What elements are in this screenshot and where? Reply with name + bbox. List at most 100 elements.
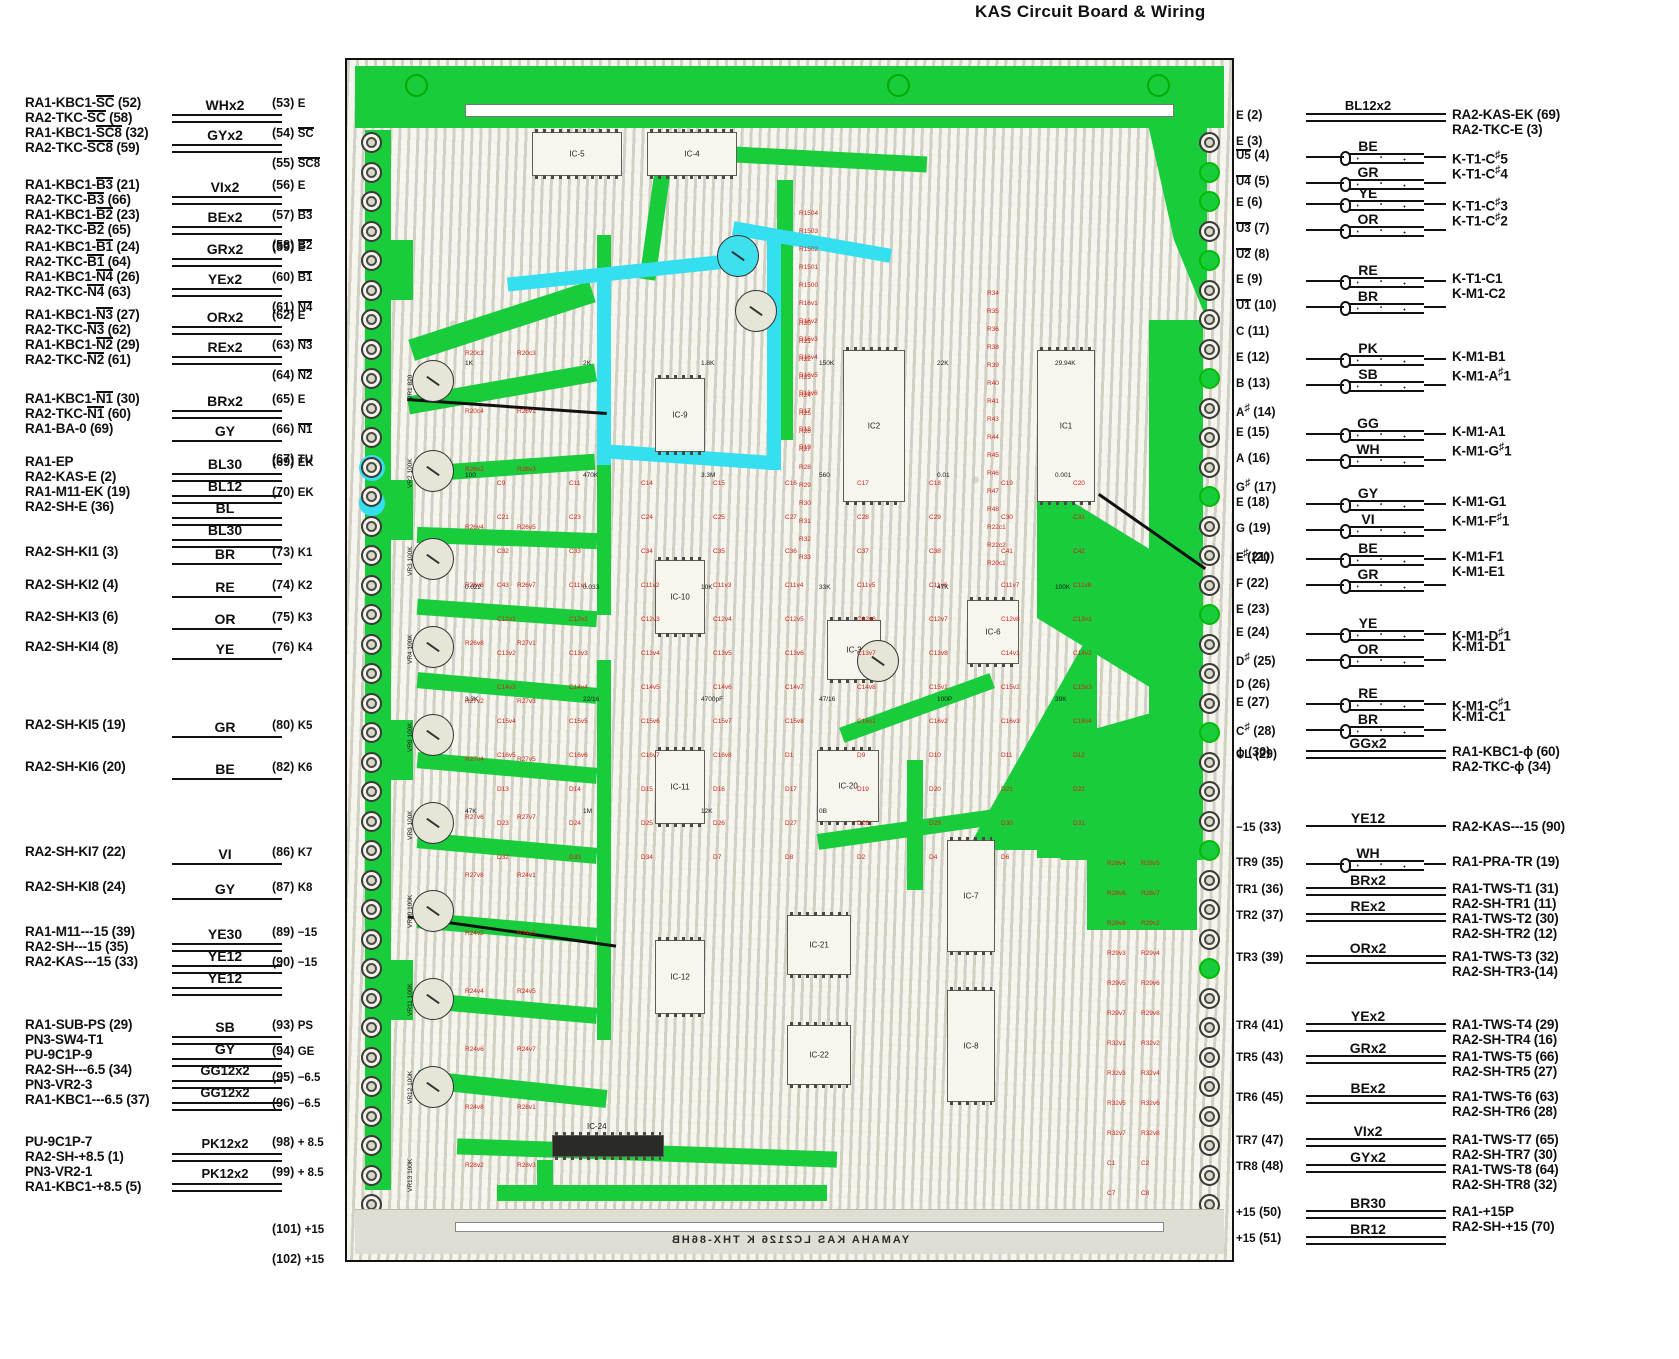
left-wire-line [172,972,282,974]
vr-14 [735,290,777,332]
right-pin-label: G♯ (17) [1236,477,1277,494]
right-wire-line [1306,1138,1446,1140]
component-value: 22/16 [583,696,600,703]
right-pin-label: C (11) [1236,324,1270,338]
red-designator: C14v7 [785,684,804,691]
pcb-board-image: IC-5 IC-4 IC-9 IC-10 IC-11 IC-12 IC2 IC1… [345,58,1234,1262]
red-designator: C36 [785,548,797,555]
right-dest-label: RA2-SH-TR3-(14) [1452,964,1558,979]
right-wire-color-label: OR [1357,641,1379,657]
connector-pad [361,368,382,389]
connector-pad [1199,515,1220,537]
red-designator: C11v8 [1073,582,1092,589]
cable-ferrule [1340,498,1351,513]
red-designator: C11 [569,480,581,487]
red-designator: C16 [785,480,797,487]
connector-pad [361,751,382,773]
red-designator: C19 [1001,480,1013,487]
left-pin-label: (74) K2 [272,578,313,592]
red-designator: C11v4 [785,582,804,589]
red-designator: C13v5 [713,650,732,657]
ic-4: IC-4 [647,129,737,179]
connector-pad [1199,840,1220,861]
vr-13 [412,1066,454,1108]
right-wire-line [1306,894,1446,896]
left-wire-line [172,295,282,297]
ic-7: IC-7 [947,837,995,955]
left-pin-label: (69) EK [272,455,314,469]
left-pin-label: (57) B3 [272,208,313,222]
right-dest-label: RA2-SH-TR8 (32) [1452,1177,1558,1192]
left-pin-label: (86) K7 [272,845,313,859]
right-pin-label: E (15) [1236,425,1270,439]
right-pin-label: E (24) [1236,625,1270,639]
connector-pad [361,958,382,979]
right-pin-label: TR9 (35) [1236,855,1284,869]
red-designator: R24v7 [517,1046,536,1053]
cable-ferrule [1340,198,1351,213]
red-designator: C12v6 [857,616,876,623]
left-wire-color-label: BL30 [207,522,243,538]
right-dest-label: RA2-SH-TR4 (16) [1452,1032,1558,1047]
red-designator: C11v6 [929,582,948,589]
left-source-label: RA1-KBC1-B2 (23) [25,207,140,222]
left-pin-label: (61) N4 [272,300,313,314]
left-wire-line [172,114,282,116]
connector-pad [1199,279,1220,301]
red-designator: D4 [929,854,938,861]
ic-22: IC-22 [787,1022,851,1088]
connector-pad [1199,397,1220,419]
right-wire-line [1306,584,1344,586]
vr-label: VR10 100K [407,894,414,928]
red-designator: D28 [857,820,869,827]
red-designator: C14v8 [857,684,876,691]
right-dest-label: K-M1-C1 [1452,709,1506,724]
left-wire-color-label: GY [214,881,236,897]
left-source-label: RA2-TKC-N1 (60) [25,406,131,421]
right-wire-color-label: RE [1358,685,1378,701]
red-designator: R28v6 [1107,890,1126,897]
right-shielded-cable [1346,700,1424,711]
right-wire-line [1306,1055,1446,1057]
left-pin-label: (82) K6 [272,760,313,774]
red-designator: C35 [713,548,725,555]
left-wire-color-label: GYx2 [207,127,243,143]
red-designator: C16v5 [497,752,516,759]
left-wire-line [172,965,282,967]
right-wire-line [1306,659,1344,661]
red-designator: C11v2 [641,582,660,589]
red-designator: C12v7 [929,616,948,623]
right-wire-color-label: BL12x2 [1344,98,1392,113]
connector-pad [1199,987,1220,1009]
right-wire-line [1424,863,1446,865]
left-wire-color-label: RE [215,579,235,595]
connector-pad [1199,456,1220,478]
red-designator: R40 [987,380,999,387]
left-source-label: RA2-SH-KI7 (22) [25,844,126,859]
red-designator: R24v4 [465,988,484,995]
right-wire-line [1306,1210,1446,1212]
right-wire-color-label: GY [1357,485,1379,501]
connector-pad [1199,751,1220,773]
page-title: KAS Circuit Board & Wiring [975,2,1206,21]
red-designator: C15v7 [713,718,732,725]
right-wire-line [1306,750,1446,752]
right-wire-line [1424,633,1446,635]
left-pin-label: (55) SC8 [272,156,321,170]
red-designator: D2 [857,854,866,861]
right-wire-line [1306,1164,1446,1166]
right-wire-line [1306,306,1344,308]
left-pin-label: (59) E [272,240,306,254]
left-wire-color-label: SB [215,1019,235,1035]
component-value: 1M [583,808,593,815]
mount-pad-tm [887,74,910,97]
red-designator: R27 [799,446,811,453]
left-wire-line [172,1087,282,1089]
left-source-label: PU-9C1P-9 [25,1047,93,1062]
right-shielded-cable [1346,526,1424,537]
connector-pad [1199,1135,1220,1156]
red-designator: C15v1 [929,684,948,691]
red-designator: C17 [857,480,869,487]
component-value: 4700pF [701,696,724,703]
left-wire-line [172,987,282,989]
